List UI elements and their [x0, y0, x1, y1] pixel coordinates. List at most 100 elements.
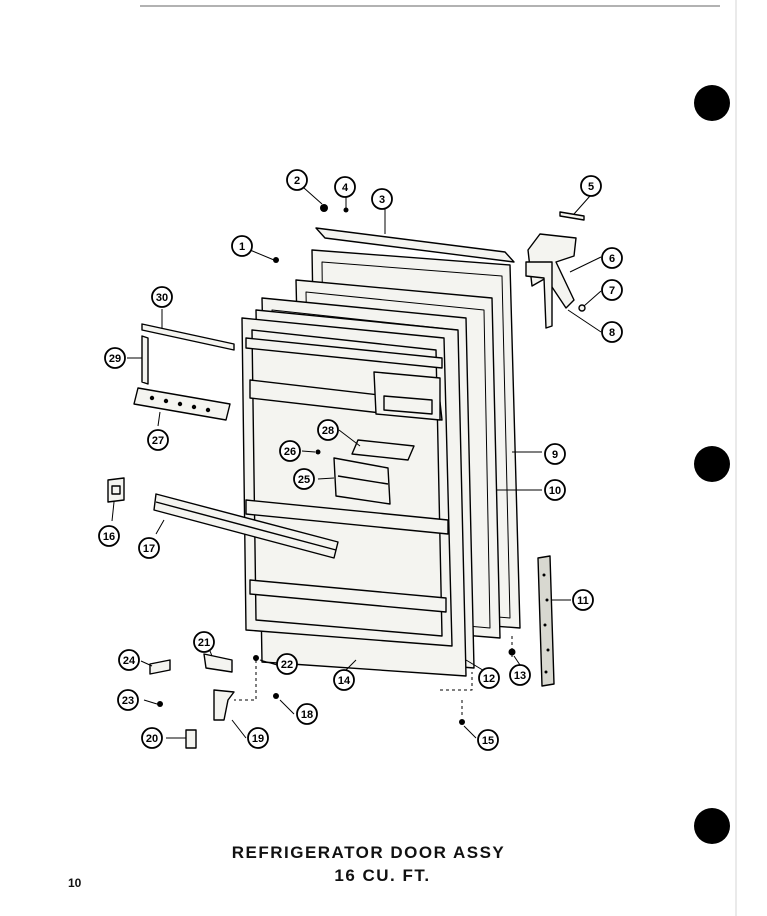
callout-circle-24 [118, 649, 140, 671]
page-number: 10 [68, 876, 82, 890]
callout-circle-9 [544, 443, 566, 465]
callout-circle-13 [509, 664, 531, 686]
part-11-dot-4 [546, 648, 550, 652]
part-25-line [337, 475, 389, 485]
callout-circle-10 [544, 479, 566, 501]
part-5-pin [559, 211, 585, 221]
callout-circle-1 [231, 235, 253, 257]
part-3-top-trim [315, 227, 515, 263]
part-20-plate [185, 729, 197, 749]
callout-circle-16 [98, 525, 120, 547]
leader-2 [303, 187, 323, 205]
part-27-hole-3 [177, 401, 183, 407]
part-11-dot-5 [544, 670, 548, 674]
leader-24 [140, 660, 153, 667]
callout-label-28: 28 [322, 425, 334, 437]
callout-circle-30 [151, 286, 173, 308]
part-18-screw [273, 693, 279, 699]
leader-25 [317, 477, 335, 480]
leader-6 [569, 256, 602, 273]
part-6-arm [525, 261, 553, 329]
callout-circle-18 [296, 703, 318, 725]
part-21-hinge-plate [203, 653, 233, 673]
callout-label-5: 5 [588, 181, 594, 193]
callout-label-19: 19 [252, 733, 264, 745]
leader-5 [573, 195, 591, 215]
callout-circle-26 [279, 440, 301, 462]
part-4-screw [343, 207, 349, 213]
callout-circle-25 [293, 468, 315, 490]
callout-label-30: 30 [156, 292, 168, 304]
part-2-nut [320, 204, 328, 212]
callout-label-22: 22 [281, 659, 293, 671]
callout-label-11: 11 [577, 595, 589, 607]
callout-label-16: 16 [103, 531, 115, 543]
callout-label-2: 2 [294, 175, 300, 187]
part-7-washer [578, 304, 586, 312]
callout-label-23: 23 [122, 695, 134, 707]
leader-8 [567, 309, 602, 333]
callout-label-8: 8 [609, 327, 615, 339]
leader-22 [259, 659, 278, 666]
callout-circle-3 [371, 188, 393, 210]
top-shelf [245, 337, 443, 369]
assembly-line-2 [234, 660, 257, 701]
leader-27 [157, 411, 161, 427]
part-11-dot-1 [542, 573, 546, 577]
callout-label-1: 1 [239, 241, 245, 253]
part-15-screw [459, 719, 465, 725]
callout-label-3: 3 [379, 194, 385, 206]
callout-label-10: 10 [549, 485, 561, 497]
part-27-hole-4 [191, 404, 197, 410]
part-13-plug [508, 648, 516, 656]
diagram-title: REFRIGERATOR DOOR ASSY [231, 843, 506, 862]
callout-circle-11 [572, 589, 594, 611]
leader-23 [143, 699, 158, 705]
callout-circle-4 [334, 176, 356, 198]
leader-18 [279, 699, 295, 715]
part-22-screw [253, 655, 259, 661]
callout-circle-20 [141, 727, 163, 749]
callout-label-20: 20 [146, 733, 158, 745]
part-11-dot-2 [545, 598, 549, 602]
callout-circle-23 [117, 689, 139, 711]
leader-19 [231, 719, 247, 739]
part-27-hole-5 [205, 407, 211, 413]
part-25-compartment-door [333, 457, 391, 505]
callout-label-9: 9 [552, 449, 558, 461]
middle-rail [245, 499, 449, 535]
part-29-side-bracket [141, 335, 149, 385]
callout-circle-27 [147, 429, 169, 451]
binder-hole-bottom [694, 808, 730, 844]
part-27-hole-2 [163, 398, 169, 404]
callout-label-24: 24 [123, 655, 136, 667]
leader-28 [338, 429, 361, 447]
callout-circle-19 [247, 727, 269, 749]
leader-7 [583, 290, 602, 307]
callout-label-18: 18 [301, 709, 313, 721]
callout-circle-22 [276, 653, 298, 675]
leader-17 [155, 519, 165, 535]
part-24-small-bracket [149, 659, 171, 675]
callout-circle-6 [601, 247, 623, 269]
part-11-gasket-strip [537, 555, 555, 687]
callout-label-27: 27 [152, 435, 164, 447]
leader-15 [463, 725, 477, 739]
callout-label-7: 7 [609, 285, 615, 297]
leader-1 [249, 249, 275, 261]
diagram-subtitle: 16 CU. FT. [334, 866, 431, 885]
leader-14 [345, 659, 357, 671]
callout-label-15: 15 [482, 735, 494, 747]
part-16-detail [111, 485, 121, 495]
part-1-screw [273, 257, 279, 263]
callout-circle-17 [138, 537, 160, 559]
callout-label-26: 26 [284, 446, 296, 458]
callout-label-21: 21 [198, 637, 210, 649]
callout-circle-21 [193, 631, 215, 653]
callout-label-29: 29 [109, 353, 121, 365]
part-11-dot-3 [543, 623, 547, 627]
lower-shelf [249, 579, 447, 613]
